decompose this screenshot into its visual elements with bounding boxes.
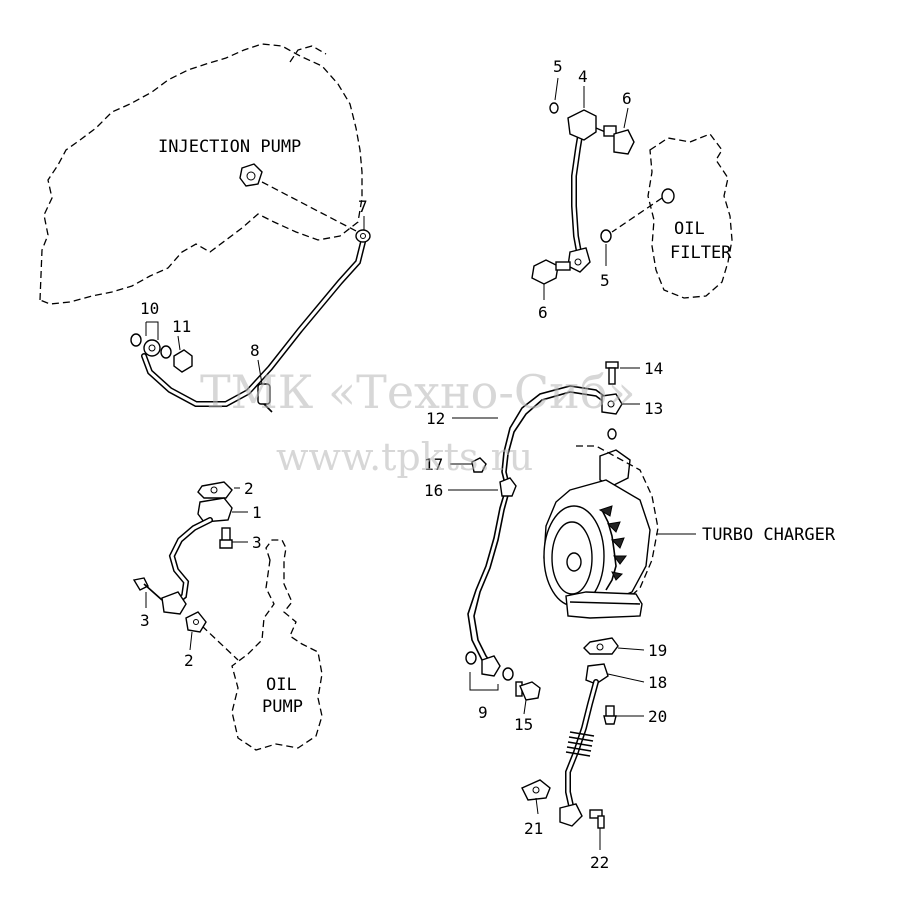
- oil-filter-outline: [647, 133, 733, 299]
- gasket-19: [583, 637, 619, 655]
- injection-pump-outline: [39, 43, 363, 305]
- oil-pump-label-1: OIL: [266, 675, 297, 695]
- clip-16: [499, 477, 517, 497]
- oil-filter-label-1: OIL: [674, 219, 705, 239]
- bolt-15: [515, 681, 541, 701]
- oring-5-top: [549, 102, 559, 114]
- callout-14: 14: [644, 359, 663, 378]
- banjo-nut: [239, 163, 263, 187]
- callout-1: 1: [252, 503, 262, 522]
- gasket-2-bottom: [185, 611, 207, 633]
- oil-pipe-1: [161, 497, 233, 615]
- callout-7: 7: [358, 197, 368, 216]
- watermark-url: www.tpkts.ru: [276, 435, 533, 479]
- filter-port: [661, 188, 675, 204]
- callout-6-bottom: 6: [538, 303, 548, 322]
- callout-19: 19: [648, 641, 667, 660]
- bolt-6-top: [595, 125, 635, 155]
- banjo-13: [601, 393, 623, 440]
- injection-pump-label: INJECTION PUMP: [158, 137, 301, 157]
- return-pipe-18: [559, 663, 609, 827]
- callout-3-left: 3: [140, 611, 150, 630]
- bolt-22: [589, 809, 605, 829]
- bolt-14: [605, 361, 619, 385]
- oil-pump-label-2: PUMP: [262, 697, 303, 717]
- bolt-3-right: [219, 527, 233, 549]
- oil-pump-outline: [231, 539, 323, 751]
- callout-11: 11: [172, 317, 191, 336]
- callout-2-top: 2: [244, 479, 254, 498]
- callout-20: 20: [648, 707, 667, 726]
- banjo-bottom-9: [465, 651, 514, 681]
- callout-8: 8: [250, 341, 260, 360]
- washer-and-bolt-10-11: [130, 333, 193, 373]
- callout-9: 9: [478, 703, 488, 722]
- callout-2-bottom: 2: [184, 651, 194, 670]
- gasket-2-top: [197, 481, 233, 499]
- oil-pipe-4: [567, 109, 597, 273]
- callout-5-top: 5: [553, 57, 563, 76]
- oil-filter-label-2: FILTER: [670, 243, 732, 263]
- callout-17: 17: [424, 455, 443, 474]
- oil-pipe-8: [141, 229, 371, 413]
- callout-5-bottom: 5: [600, 271, 610, 290]
- watermark-company: ТМК «Техно-Сиб»: [200, 365, 636, 419]
- turbo-charger: [543, 445, 659, 619]
- callout-numbers: 5 4 6 5 6 7 8 10 11 14 13 12 17 16 2 1 3…: [140, 57, 667, 872]
- callout-15: 15: [514, 715, 533, 734]
- callout-18: 18: [648, 673, 667, 692]
- oring-5-bottom: [600, 229, 612, 243]
- bolt-6-bottom: [531, 259, 571, 285]
- callout-6-top: 6: [622, 89, 632, 108]
- leader-lines: [145, 77, 645, 850]
- callout-4: 4: [578, 67, 588, 86]
- turbo-charger-label: TURBO CHARGER: [702, 525, 836, 545]
- callout-10: 10: [140, 299, 159, 318]
- callout-12: 12: [426, 409, 445, 428]
- callout-21: 21: [524, 819, 543, 838]
- bolt-20: [603, 705, 617, 725]
- callout-22: 22: [590, 853, 609, 872]
- callout-13: 13: [644, 399, 663, 418]
- hose-corrugation: [565, 731, 595, 757]
- callout-16: 16: [424, 481, 443, 500]
- turbo-fins: [598, 505, 627, 581]
- bolt-17: [471, 457, 487, 473]
- gasket-21: [521, 779, 551, 801]
- bolt-3-left: [132, 577, 163, 601]
- callout-3-right: 3: [252, 533, 262, 552]
